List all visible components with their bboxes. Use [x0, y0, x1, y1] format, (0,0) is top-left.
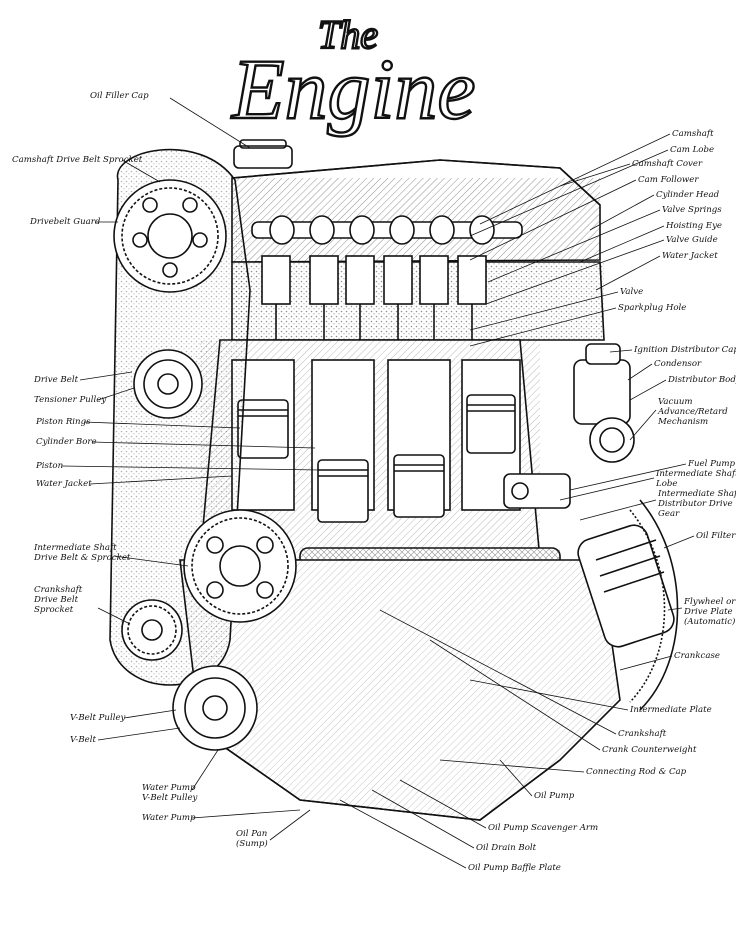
- label-tensioner-pulley: Tensioner Pulley: [34, 395, 106, 405]
- label-cylinder-head: Cylinder Head: [656, 190, 720, 200]
- label-water-jacket-left: Water Jacket: [36, 479, 92, 489]
- v-belt-pulley-shape: [172, 665, 258, 751]
- label-v-belt: V-Belt: [70, 735, 96, 745]
- label-distributor-body: Distributor Body: [667, 375, 736, 385]
- timing-belt-system: [109, 148, 297, 751]
- label-valve-springs: Valve Springs: [662, 205, 722, 215]
- label-oil-drain-bolt: Oil Drain Bolt: [476, 843, 537, 853]
- label-oil-pump: Oil Pump: [534, 791, 575, 801]
- label-drive-belt: Drive Belt: [33, 375, 79, 385]
- pistons: [237, 394, 516, 523]
- label-intermediate-plate: Intermediate Plate: [629, 705, 712, 715]
- label-crank-counterweight: Crank Counterweight: [602, 745, 697, 755]
- distributor-shape: [573, 343, 635, 463]
- label-condensor: Condensor: [654, 359, 702, 369]
- label-water-jacket-right: Water Jacket: [662, 251, 718, 261]
- label-valve-guide: Valve Guide: [666, 235, 718, 245]
- crankshaft-sprocket-shape: [121, 599, 183, 661]
- label-oil-pump-baffle-plate: Oil Pump Baffle Plate: [468, 863, 561, 873]
- label-oil-filter: Oil Filter: [696, 531, 736, 541]
- label-crankshaft: Crankshaft: [618, 729, 667, 739]
- label-water-pump: Water Pump: [142, 813, 196, 823]
- label-cylinder-bore: Cylinder Bore: [36, 437, 97, 447]
- label-valve: Valve: [620, 287, 643, 297]
- label-camshaft-drive-belt-sprocket: Camshaft Drive Belt Sprocket: [12, 155, 143, 165]
- label-oil-pump-scavenger-arm: Oil Pump Scavenger Arm: [488, 823, 598, 833]
- label-piston-rings: Piston Rings: [35, 417, 91, 427]
- leader-lines-left: [61, 97, 321, 841]
- tensioner-pulley-shape: [133, 349, 203, 419]
- right-accessories: [503, 343, 679, 711]
- label-drivebelt-guard: Drivebelt Guard: [29, 217, 101, 227]
- diagram-title: The Engine: [229, 11, 477, 138]
- fuel-pump-shape: [503, 473, 571, 509]
- label-camshaft: Camshaft: [672, 129, 714, 139]
- title-line-2: Engine: [230, 41, 476, 137]
- label-sparkplug-hole: Sparkplug Hole: [618, 303, 686, 313]
- label-piston: Piston: [35, 461, 63, 471]
- label-hoisting-eye: Hoisting Eye: [665, 221, 722, 231]
- label-camshaft-cover: Camshaft Cover: [632, 159, 703, 169]
- label-crankcase: Crankcase: [674, 651, 720, 661]
- leader-lines-right: [339, 133, 695, 869]
- label-oil-filler-cap: Oil Filler Cap: [90, 91, 149, 101]
- label-fuel-pump: Fuel Pump: [687, 459, 736, 469]
- label-cam-follower: Cam Follower: [638, 175, 699, 185]
- label-cam-lobe: Cam Lobe: [670, 145, 714, 155]
- camshaft-shape: [251, 215, 523, 245]
- label-oil-pan: Oil Pan(Sump): [236, 829, 268, 849]
- label-ignition-distributor-cap: Ignition Distributor Cap: [633, 345, 736, 355]
- cylinders: [231, 359, 521, 523]
- intermediate-sprocket-shape: [183, 509, 297, 623]
- oil-filler-cap-shape: [233, 145, 293, 169]
- engine-block: [179, 139, 621, 821]
- label-v-belt-pulley: V-Belt Pulley: [70, 713, 126, 723]
- label-connecting-rod: Connecting Rod & Cap: [586, 767, 687, 777]
- title-line-1: The: [318, 12, 378, 57]
- valve-springs-shape: [261, 255, 487, 350]
- camshaft-sprocket-shape: [113, 179, 227, 293]
